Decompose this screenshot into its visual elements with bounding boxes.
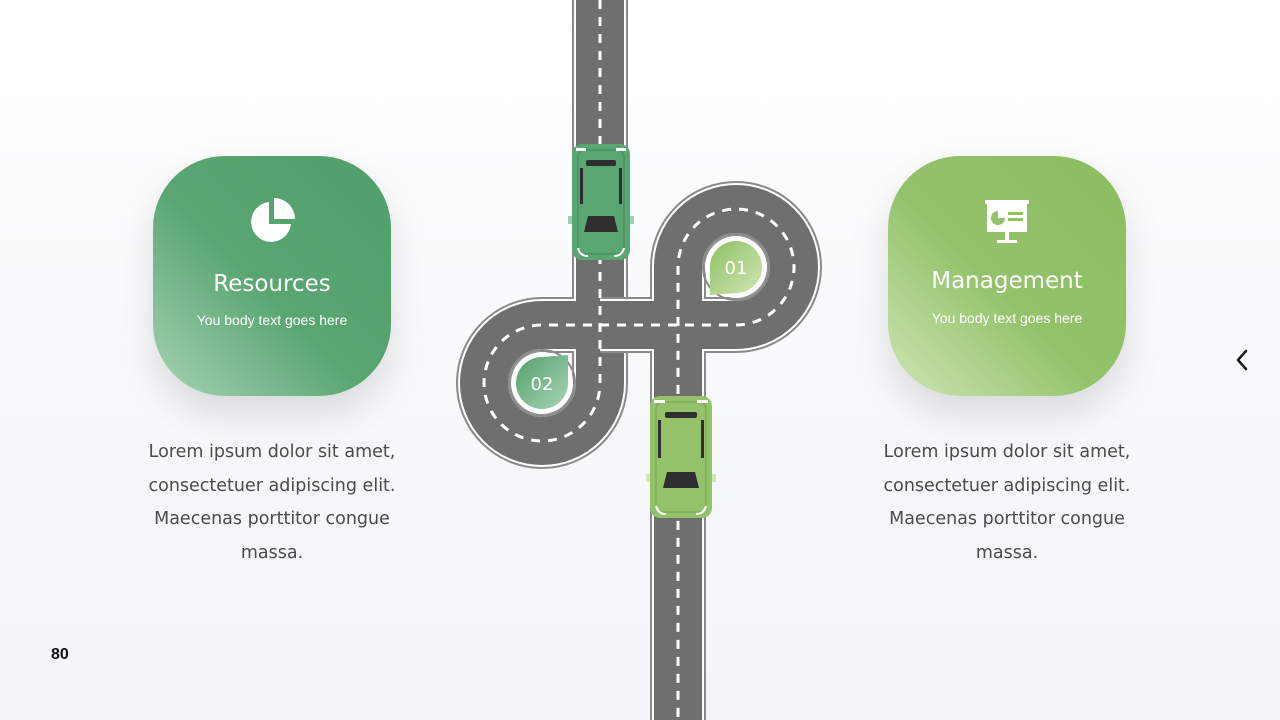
card-title: Resources [213,271,331,297]
marker-02: 02 [508,349,576,417]
marker-01: 01 [702,233,770,301]
management-description: Lorem ipsum dolor sit amet, consectetuer… [883,442,1131,563]
marker-01-label: 01 [725,258,748,279]
previous-slide-button[interactable] [1232,348,1252,372]
management-card: Management You body text goes here [888,156,1126,396]
road-dashes [482,0,796,720]
card-body: You body text goes here [931,310,1083,326]
resources-card: Resources You body text goes here [153,156,391,396]
chevron-left-icon [1236,349,1248,371]
resources-description: Lorem ipsum dolor sit amet, consectetuer… [148,442,396,563]
card-body: You body text goes here [196,312,348,328]
card-title: Management [931,268,1083,294]
car-dark-green [568,144,634,260]
car-light-green [646,396,716,518]
pie-chart-icon [247,196,297,251]
marker-02-label: 02 [531,374,554,395]
presentation-board-icon [983,198,1031,251]
page-number: 80 [51,646,69,663]
